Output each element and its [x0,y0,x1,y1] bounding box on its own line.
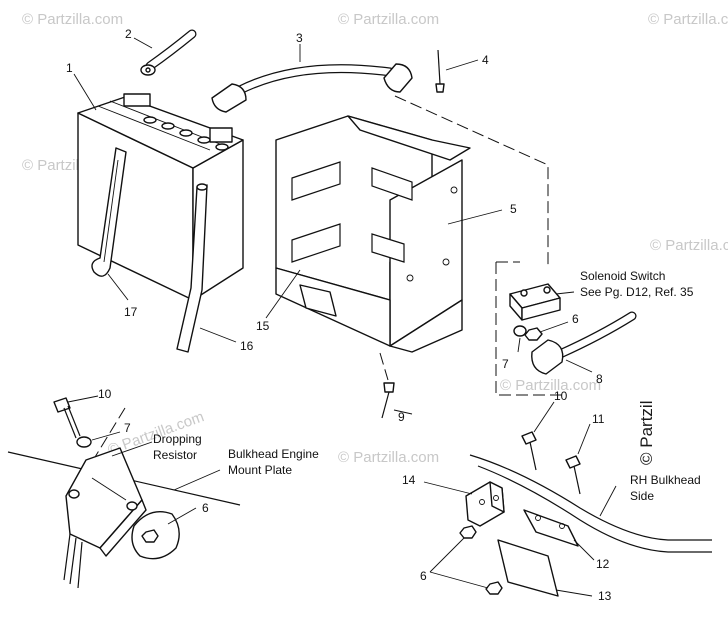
bulkhead-label-line1: Bulkhead Engine [228,447,319,461]
phantom-lines [91,95,565,463]
callout-3: 3 [296,31,303,45]
watermark: © Partzilla.com [500,377,601,394]
callout-4: 4 [482,53,489,67]
battery-box [275,115,471,353]
bolt [435,49,445,93]
watermark: © Partzilla.com [22,11,123,28]
callout-numbers: 1 2 3 4 5 6 6 6 7 7 8 9 10 10 11 12 13 1… [66,27,612,603]
watermark: © Partzilla.com [650,237,728,254]
callout-16: 16 [240,339,254,353]
watermark: © Partzilla.com [338,11,439,28]
callout-6: 6 [572,312,579,326]
callout-6: 6 [202,501,209,515]
dropping-resistor-label-line2: Resistor [153,448,197,462]
negative-cable [140,29,197,76]
nut-and-washer [513,325,543,341]
positive-cable [211,63,413,113]
battery-strap [91,147,127,277]
callout-10: 10 [554,389,568,403]
callout-7: 7 [124,421,131,435]
vent-tube [176,183,208,353]
callout-2: 2 [125,27,132,41]
callout-5: 5 [510,202,517,216]
solenoid-cable [531,311,637,375]
callout-1: 1 [66,61,73,75]
watermark: © Partzilla.com [338,449,439,466]
rh-bulkhead-label-line1: RH Bulkhead [630,473,701,487]
bulkhead-label-line2: Mount Plate [228,463,292,477]
callout-11: 11 [592,412,605,426]
solenoid-label-line2: See Pg. D12, Ref. 35 [580,285,694,299]
solenoid-switch [509,283,561,321]
callout-14: 14 [402,473,416,487]
rh-bulkhead-assembly [429,431,712,597]
callout-6: 6 [420,569,427,583]
screw [381,382,395,419]
callout-17: 17 [124,305,138,319]
callout-12: 12 [596,557,610,571]
solenoid-label-line1: Solenoid Switch [580,269,665,283]
text-labels: Solenoid Switch See Pg. D12, Ref. 35 Dro… [153,269,701,503]
callout-10: 10 [98,387,112,401]
callout-13: 13 [598,589,612,603]
leader-lines [67,37,617,597]
dropping-resistor-assembly [7,397,241,589]
callout-15: 15 [256,319,270,333]
rh-bulkhead-label-line2: Side [630,489,654,503]
watermark: © Partzilla.com [648,11,728,28]
dropping-resistor-label-line1: Dropping [153,432,202,446]
watermark-large: © Partzil [637,401,656,465]
callout-7: 7 [502,357,509,371]
callout-9: 9 [398,410,405,424]
callout-8: 8 [596,372,603,386]
